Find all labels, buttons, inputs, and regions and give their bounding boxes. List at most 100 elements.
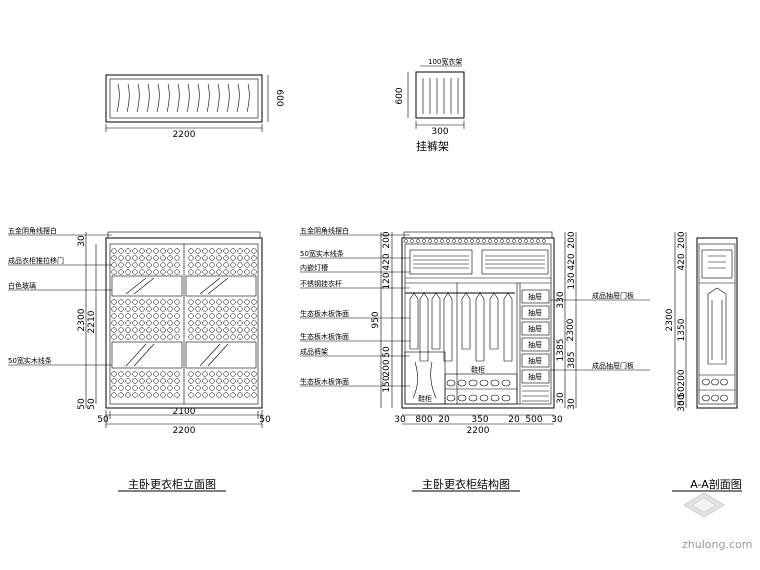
plan-hanger (116, 83, 120, 113)
pattern-dot (202, 327, 208, 333)
pattern-dot (139, 313, 145, 319)
drawer-label: 抽屉 (528, 356, 542, 365)
pattern-dot (125, 269, 131, 275)
pattern-dot (111, 392, 117, 398)
pattern-dot (251, 378, 257, 384)
pattern-dot (125, 371, 131, 377)
pattern-dot (195, 392, 201, 398)
pattern-dot (167, 262, 173, 268)
section-dim: 200 (677, 369, 687, 386)
pattern-dot (118, 334, 124, 340)
pattern-dot (111, 327, 117, 333)
pattern-dot (195, 385, 201, 391)
plan-hanger (166, 83, 170, 113)
structure-top-compartment (404, 239, 549, 275)
pattern-dot (223, 248, 229, 254)
pattern-dot (118, 320, 124, 326)
pattern-dot (237, 262, 243, 268)
pattern-dot (153, 248, 159, 254)
hanging-garment (443, 292, 453, 362)
shoe (501, 379, 511, 387)
pattern-dot (244, 313, 250, 319)
pattern-dot (118, 392, 124, 398)
pattern-dot (202, 385, 208, 391)
plan-hanger (136, 83, 140, 113)
shoe-label: 鞋柜 (471, 365, 485, 374)
pattern-dot (202, 255, 208, 261)
pattern-dot (223, 392, 229, 398)
pattern-dot (125, 313, 131, 319)
structure-overall-height: 2300 (566, 318, 576, 341)
pattern-dot (188, 385, 194, 391)
plan-hanger (146, 83, 150, 113)
section-dim: 50 (677, 394, 687, 406)
pattern-dot (167, 320, 173, 326)
drawer-label: 抽屉 (528, 292, 542, 301)
pattern-dot (146, 313, 152, 319)
plan-depth-dim: 600 (274, 89, 284, 106)
pattern-dot (195, 299, 201, 305)
pattern-dot (146, 299, 152, 305)
pattern-dot (132, 269, 138, 275)
structure-left-dim: 150 (382, 375, 392, 392)
pattern-dot (251, 248, 257, 254)
drawer (521, 321, 550, 336)
pattern-dot (153, 269, 159, 275)
pattern-dot (251, 269, 257, 275)
pattern-dot (209, 299, 215, 305)
pattern-dot (132, 392, 138, 398)
pattern-dot (244, 392, 250, 398)
pattern-dot (132, 334, 138, 340)
pattern-dot (188, 248, 194, 254)
section-dim: 200 (677, 231, 687, 248)
pattern-dot (230, 327, 236, 333)
elevation-note: 成品衣柜推拉移门 (8, 256, 64, 265)
pattern-dot (146, 248, 152, 254)
pattern-dot (202, 299, 208, 305)
pattern-dot (167, 378, 173, 384)
pattern-dot (153, 378, 159, 384)
pattern-dot (202, 378, 208, 384)
elevation-glass-panels (111, 275, 257, 369)
pattern-dot (160, 262, 166, 268)
shoe (501, 394, 511, 402)
structure-right-dim: 1385 (556, 339, 566, 362)
pattern-dot (132, 327, 138, 333)
pattern-dot (118, 385, 124, 391)
pattern-dot (230, 371, 236, 377)
pattern-dot (111, 269, 117, 275)
pattern-dot (230, 392, 236, 398)
structure-note: 50宽实木线条 (300, 249, 344, 258)
pattern-dot (237, 313, 243, 319)
plan-hanger (196, 83, 200, 113)
pattern-dot (160, 313, 166, 319)
pattern-dot (153, 327, 159, 333)
pattern-dot (118, 306, 124, 312)
section-dim: 420 (677, 253, 687, 270)
structure-overall-width: 2200 (467, 426, 490, 436)
shoe (457, 379, 467, 387)
pattern-dot (216, 255, 222, 261)
pattern-dot (195, 269, 201, 275)
pattern-dot (237, 306, 243, 312)
pattern-dot (132, 306, 138, 312)
pattern-dot (230, 262, 236, 268)
pattern-dot (153, 392, 159, 398)
pattern-dot (139, 334, 145, 340)
elevation-title: 主卧更衣柜立面图 (128, 477, 216, 491)
structure-note: 生态板木板饰面 (300, 377, 349, 386)
pattern-dot (167, 248, 173, 254)
pattern-dot (251, 385, 257, 391)
structure-note: 五金阴角线摆白 (300, 226, 349, 235)
pattern-dot (160, 371, 166, 377)
drawer (521, 337, 550, 352)
shoe (479, 394, 489, 402)
pattern-dot (111, 313, 117, 319)
pattern-dot (111, 255, 117, 261)
pattern-dot (202, 248, 208, 254)
structure-note: 生态板木板饰面 (300, 309, 349, 318)
pattern-dot (244, 334, 250, 340)
rack-label: 挂裤架 (416, 139, 449, 153)
